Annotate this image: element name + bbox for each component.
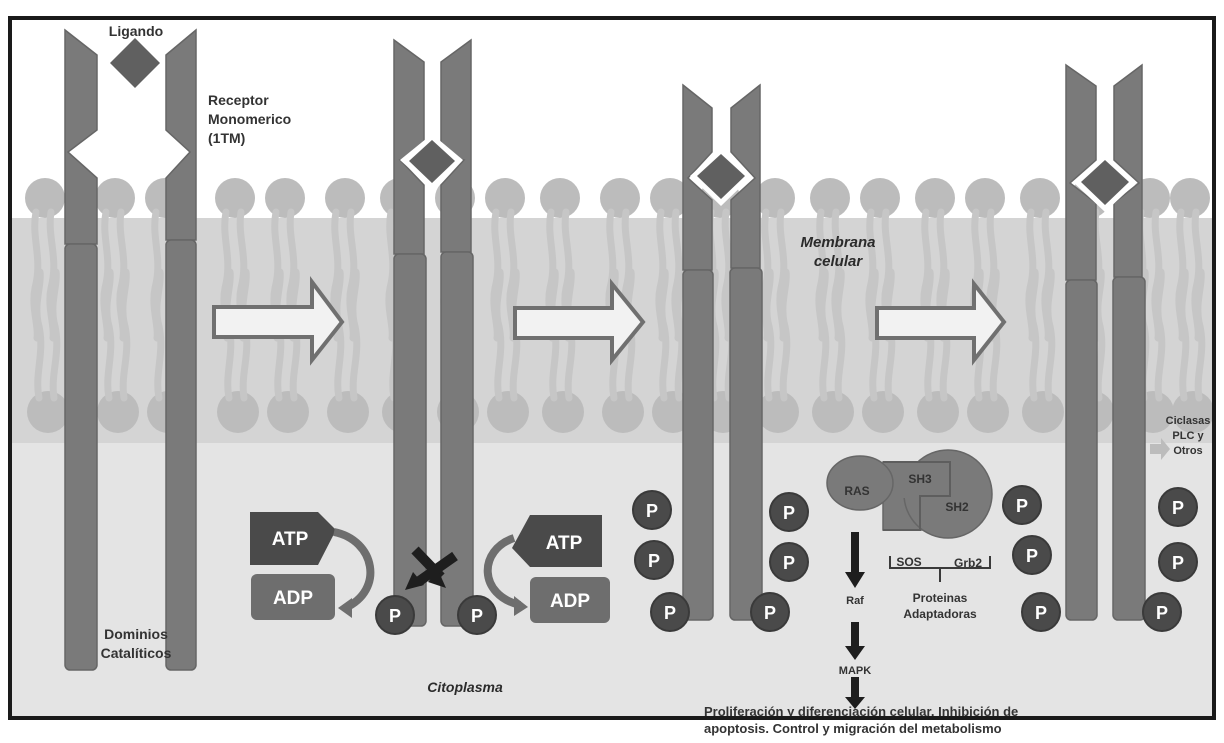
atp-right-curve-arrow <box>483 534 522 609</box>
receptor-right-extracellular <box>165 28 197 241</box>
sh3-label: SH3 <box>908 472 932 486</box>
cascade-arrow-mapk-outcome <box>845 677 865 709</box>
receptor-label-1: Receptor <box>208 92 269 108</box>
ligand-diamond <box>409 140 455 183</box>
phosphate-label: P <box>783 503 795 523</box>
cytoplasm-label: Citoplasma <box>427 679 503 695</box>
transition-arrow-2 <box>513 278 646 366</box>
atp-left-arrowhead <box>338 598 352 618</box>
ras-label: RAS <box>844 484 869 498</box>
receptor-left-intracellular <box>393 253 427 627</box>
phosphate-label: P <box>1035 603 1047 623</box>
others-label-3: Otros <box>1173 445 1202 457</box>
phosphate-label: P <box>764 603 776 623</box>
others-arrow <box>1150 438 1170 460</box>
outcome-label-2: apoptosis. Control y migración del metab… <box>704 721 1002 736</box>
receptor-right-intracellular <box>1112 276 1146 621</box>
diagram-frame <box>8 16 1216 720</box>
receptor-label-2: Monomerico <box>208 111 291 127</box>
atp-left-curve-arrow <box>332 528 375 612</box>
sh2-label: SH2 <box>945 500 969 514</box>
cross-phosphorylation-icon <box>405 546 458 590</box>
membrane-label-2: celular <box>814 253 864 270</box>
phosphate-label: P <box>646 501 658 521</box>
phosphate-label: P <box>1026 546 1038 566</box>
atp-right-box <box>512 515 602 567</box>
stage3-receptor-dimer <box>682 83 763 621</box>
sos-label: SOS <box>896 555 921 569</box>
receptor-right-intracellular <box>165 239 197 671</box>
stage2-receptor-dimer <box>393 38 474 627</box>
mapk-label: MAPK <box>839 665 871 677</box>
receptor-left-intracellular <box>1065 279 1098 621</box>
ligand-diamond <box>110 38 160 88</box>
catalytic-label-1: Dominios <box>104 626 168 642</box>
adp-right-box <box>530 577 610 623</box>
others-label-1: Ciclasas <box>1166 415 1211 427</box>
stage4-receptor-dimer <box>1065 63 1146 621</box>
adp-left-box <box>251 574 335 620</box>
others-label-2: PLC y <box>1172 430 1204 442</box>
receptor-right-intracellular <box>729 267 763 621</box>
phosphate-label: P <box>1156 603 1168 623</box>
transition-arrow-3 <box>875 278 1007 366</box>
transition-arrow-1 <box>212 276 345 366</box>
atp-left-box <box>250 512 336 565</box>
signaling-complex <box>826 449 993 539</box>
ligand-label: Ligando <box>109 23 163 39</box>
ligand-diamond <box>697 154 745 199</box>
catalytic-label-2: Catalíticos <box>101 645 172 661</box>
stage3-phosphates: P P P P P P <box>632 490 809 632</box>
membrane-label-1: Membrana <box>800 234 875 251</box>
adaptors-label-2: Adaptadoras <box>903 607 977 621</box>
raf-label: Raf <box>846 595 864 607</box>
adaptors-label-1: Proteinas <box>913 591 968 605</box>
ras-protein <box>826 455 894 511</box>
cascade-arrow-raf-mapk <box>845 622 865 660</box>
phosphate-label: P <box>783 553 795 573</box>
receptor-left-intracellular <box>64 243 98 671</box>
receptor-left-intracellular <box>682 269 714 621</box>
phosphate-right-label: P <box>471 606 483 626</box>
atp-right-arrowhead <box>514 596 528 616</box>
receptor-label-3: (1TM) <box>208 130 245 146</box>
adp-left-label: ADP <box>273 588 313 609</box>
phosphate-label: P <box>664 603 676 623</box>
grb2-label: Grb2 <box>954 556 982 570</box>
phosphate-label: P <box>1172 553 1184 573</box>
stage4-phosphates: P P P P P P <box>1002 485 1198 632</box>
atp-right-label: ATP <box>546 533 583 554</box>
receptor-right-intracellular <box>440 251 474 627</box>
phosphate-label: P <box>1172 498 1184 518</box>
adp-right-label: ADP <box>550 591 590 612</box>
sh3-domain <box>883 462 955 498</box>
cascade-arrow-ras-raf <box>845 532 865 588</box>
outcome-label-1: Proliferación y diferenciación celular. … <box>704 704 1018 719</box>
stage1-receptor <box>64 28 197 671</box>
phosphate-label: P <box>648 551 660 571</box>
ligand-diamond <box>1081 160 1129 205</box>
phosphate-left-label: P <box>389 606 401 626</box>
phosphate-label: P <box>1016 496 1028 516</box>
atp-left-label: ATP <box>272 529 309 550</box>
